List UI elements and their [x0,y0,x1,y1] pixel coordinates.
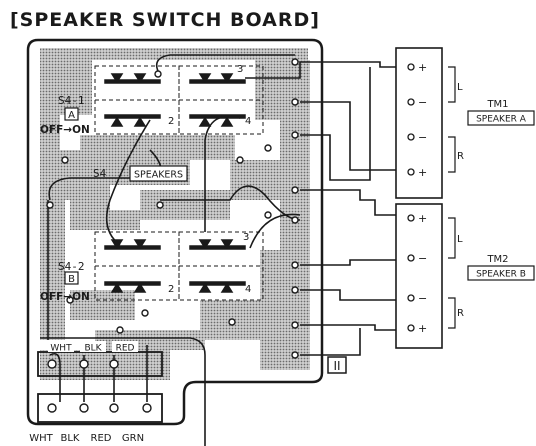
contact-number: 4 [245,116,251,127]
board-mark: II [333,359,340,373]
terminal-tm2-name-box [467,265,535,281]
contact-blades [104,73,246,293]
board-mark-box [327,356,347,374]
terminal-tm2-id: TM2 [486,254,508,265]
terminal-tm2: + − − + L R [395,203,464,349]
channel-label: R [457,308,464,319]
contact-number: 3 [237,64,243,75]
cable-label: WHT [29,433,53,444]
channel-label: L [457,82,463,93]
solder-pads [46,58,299,359]
terminal-sign: + [418,212,427,225]
channel-label: R [457,151,464,162]
switch-name: S4 [93,167,107,180]
switch-s4-1-off-on: OFF→ON [40,124,90,136]
cable-label: RED [91,433,112,444]
switch-s4-2-letter: B [68,274,75,285]
terminal-sign: − [418,252,427,265]
channel-label: L [457,234,463,245]
terminal-sign: − [418,96,427,109]
cable-labels-top: WHT BLK RED [48,341,138,354]
cable-connector-bottom [37,393,163,423]
contact-number: 2 [168,284,174,295]
switch-s4-1-letter-box [64,107,79,121]
cable-label: GRN [122,433,144,444]
terminal-sign: − [418,131,427,144]
terminal-tm1-name: SPEAKER A [476,115,527,125]
terminal-tm1: + − − + L R [395,47,464,199]
terminal-sign: + [418,61,427,74]
contact-number: 3 [243,232,249,243]
cable-labels-bottom: WHT BLK RED GRN [29,433,144,444]
terminal-sign: + [418,322,427,335]
terminal-sign: + [418,166,427,179]
diagram-title: [SPEAKER SWITCH BOARD] [10,9,320,31]
terminal-sign: − [418,292,427,305]
cable-label: RED [116,344,135,354]
cable-label: WHT [50,344,72,354]
terminal-tm2-name: SPEAKER B [476,270,526,280]
terminal-tm1-name-box [467,110,535,126]
cable-label: BLK [61,433,80,444]
speakers-label-box [129,165,188,182]
switch-s4-2-contacts [94,231,264,301]
switch-s4-1-contacts [94,65,264,135]
switch-s4-2-off-on: OFF→ON [40,291,90,303]
cable-label: BLK [84,344,102,354]
switch-s4-1-name: S4-1 [58,94,85,107]
speakers-label: SPEAKERS [134,170,183,181]
switch-s4-1-letter: A [68,110,75,121]
contact-number: 2 [168,116,174,127]
contact-number: 4 [245,284,251,295]
switch-s4-2-letter-box [64,271,79,285]
terminal-tm1-id: TM1 [486,99,508,110]
connector-pins [47,359,152,413]
switch-s4-2-name: S4-2 [58,260,85,273]
